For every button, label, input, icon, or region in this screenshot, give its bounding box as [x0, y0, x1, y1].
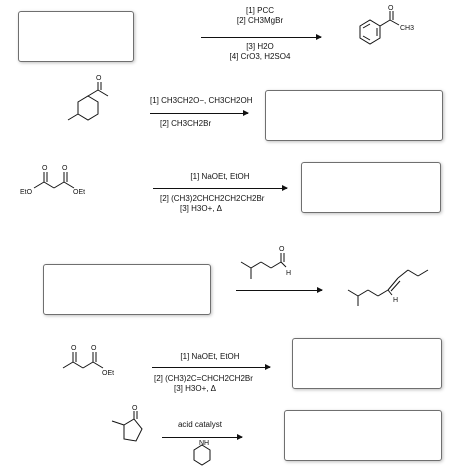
condition-6-1: acid catalyst — [177, 420, 223, 429]
condition-1-2: [2] CH3MgBr — [236, 16, 284, 25]
answer-box-4[interactable] — [43, 264, 211, 315]
aldehyde-o-label: O — [279, 246, 285, 253]
aldehyde-h-label: H — [286, 270, 291, 277]
reaction-arrow-5 — [152, 364, 271, 370]
answer-box-6[interactable] — [284, 410, 442, 461]
reaction-arrow-6 — [162, 434, 243, 440]
conditions-3: [1] NaOEt, EtOH — [150, 172, 290, 182]
alkene-product-structure: H — [347, 269, 429, 306]
acetoacetate-oet-label: OEt — [102, 370, 114, 377]
condition-5-2: [2] (CH3)2C=CHCH2CH2Br — [154, 374, 253, 383]
acetoacetate-o2-label: O — [91, 345, 97, 352]
conditions-3b: [2] (CH3)2CHCH2CH2CH2Br [3] H3O+, Δ — [160, 194, 264, 214]
malonate-o2-label: O — [62, 165, 68, 172]
piperidine-nh-label: NH — [199, 440, 209, 447]
condition-1-3: [3] H2O — [246, 42, 274, 51]
ketone-o-label-2: O — [96, 75, 102, 82]
conditions-6: acid catalyst — [160, 420, 240, 430]
acetophenone-ch3-label: CH3 — [400, 25, 414, 32]
answer-box-3[interactable] — [301, 162, 441, 213]
malonate-oet-label: OEt — [73, 189, 85, 196]
conditions-5: [1] NaOEt, EtOH — [150, 352, 270, 362]
reaction-arrow-3 — [153, 185, 288, 191]
condition-5-1: [1] NaOEt, EtOH — [180, 352, 240, 361]
conditions-1b: [3] H2O [4] CrO3, H2SO4 — [200, 42, 320, 62]
condition-2-1: [1] CH3CH2O−, CH3CH2OH — [150, 96, 253, 105]
malonate-o1-label: O — [42, 165, 48, 172]
condition-3-2: [2] (CH3)2CHCH2CH2CH2Br — [160, 194, 265, 203]
methylcyclohexyl-ketone-structure: O — [67, 75, 109, 121]
condition-1-4: [4] CrO3, H2SO4 — [229, 52, 291, 61]
acetophenone-structure: O CH3 — [359, 5, 414, 45]
acetoacetate-o1-label: O — [71, 345, 77, 352]
ethyl-acetoacetate-structure: O O OEt — [62, 345, 114, 377]
answer-box-2[interactable] — [265, 90, 443, 141]
cyclopentanone-o-label: O — [132, 405, 138, 412]
condition-2-2: [2] CH3CH2Br — [160, 119, 212, 128]
aldehyde-reagent-structure: O H — [240, 246, 291, 279]
condition-5-3: [3] H3O+, Δ — [174, 384, 217, 393]
malonate-eto-label: EtO — [20, 189, 33, 196]
condition-3-3: [3] H3O+, Δ — [180, 204, 223, 213]
reaction-arrow-1 — [201, 34, 322, 40]
acetophenone-o-label: O — [388, 5, 394, 12]
answer-box-5[interactable] — [292, 338, 442, 389]
alkene-h-label: H — [393, 297, 398, 304]
methylcyclopentanone-structure: O — [111, 405, 143, 442]
answer-box-1[interactable] — [18, 11, 134, 62]
diethyl-malonate-structure: EtO OEt O O — [20, 165, 85, 196]
conditions-2b: [2] CH3CH2Br — [160, 119, 211, 129]
conditions-5b: [2] (CH3)2C=CHCH2CH2Br [3] H3O+, Δ — [154, 374, 253, 394]
conditions-1: [1] PCC [2] CH3MgBr — [200, 6, 320, 26]
condition-3-1: [1] NaOEt, EtOH — [190, 172, 250, 181]
piperidine-structure: NH — [193, 440, 211, 466]
reaction-arrow-4 — [236, 287, 323, 293]
condition-1-1: [1] PCC — [245, 6, 274, 15]
conditions-2: [1] CH3CH2O−, CH3CH2OH — [150, 96, 252, 106]
reaction-arrow-2 — [150, 110, 249, 116]
